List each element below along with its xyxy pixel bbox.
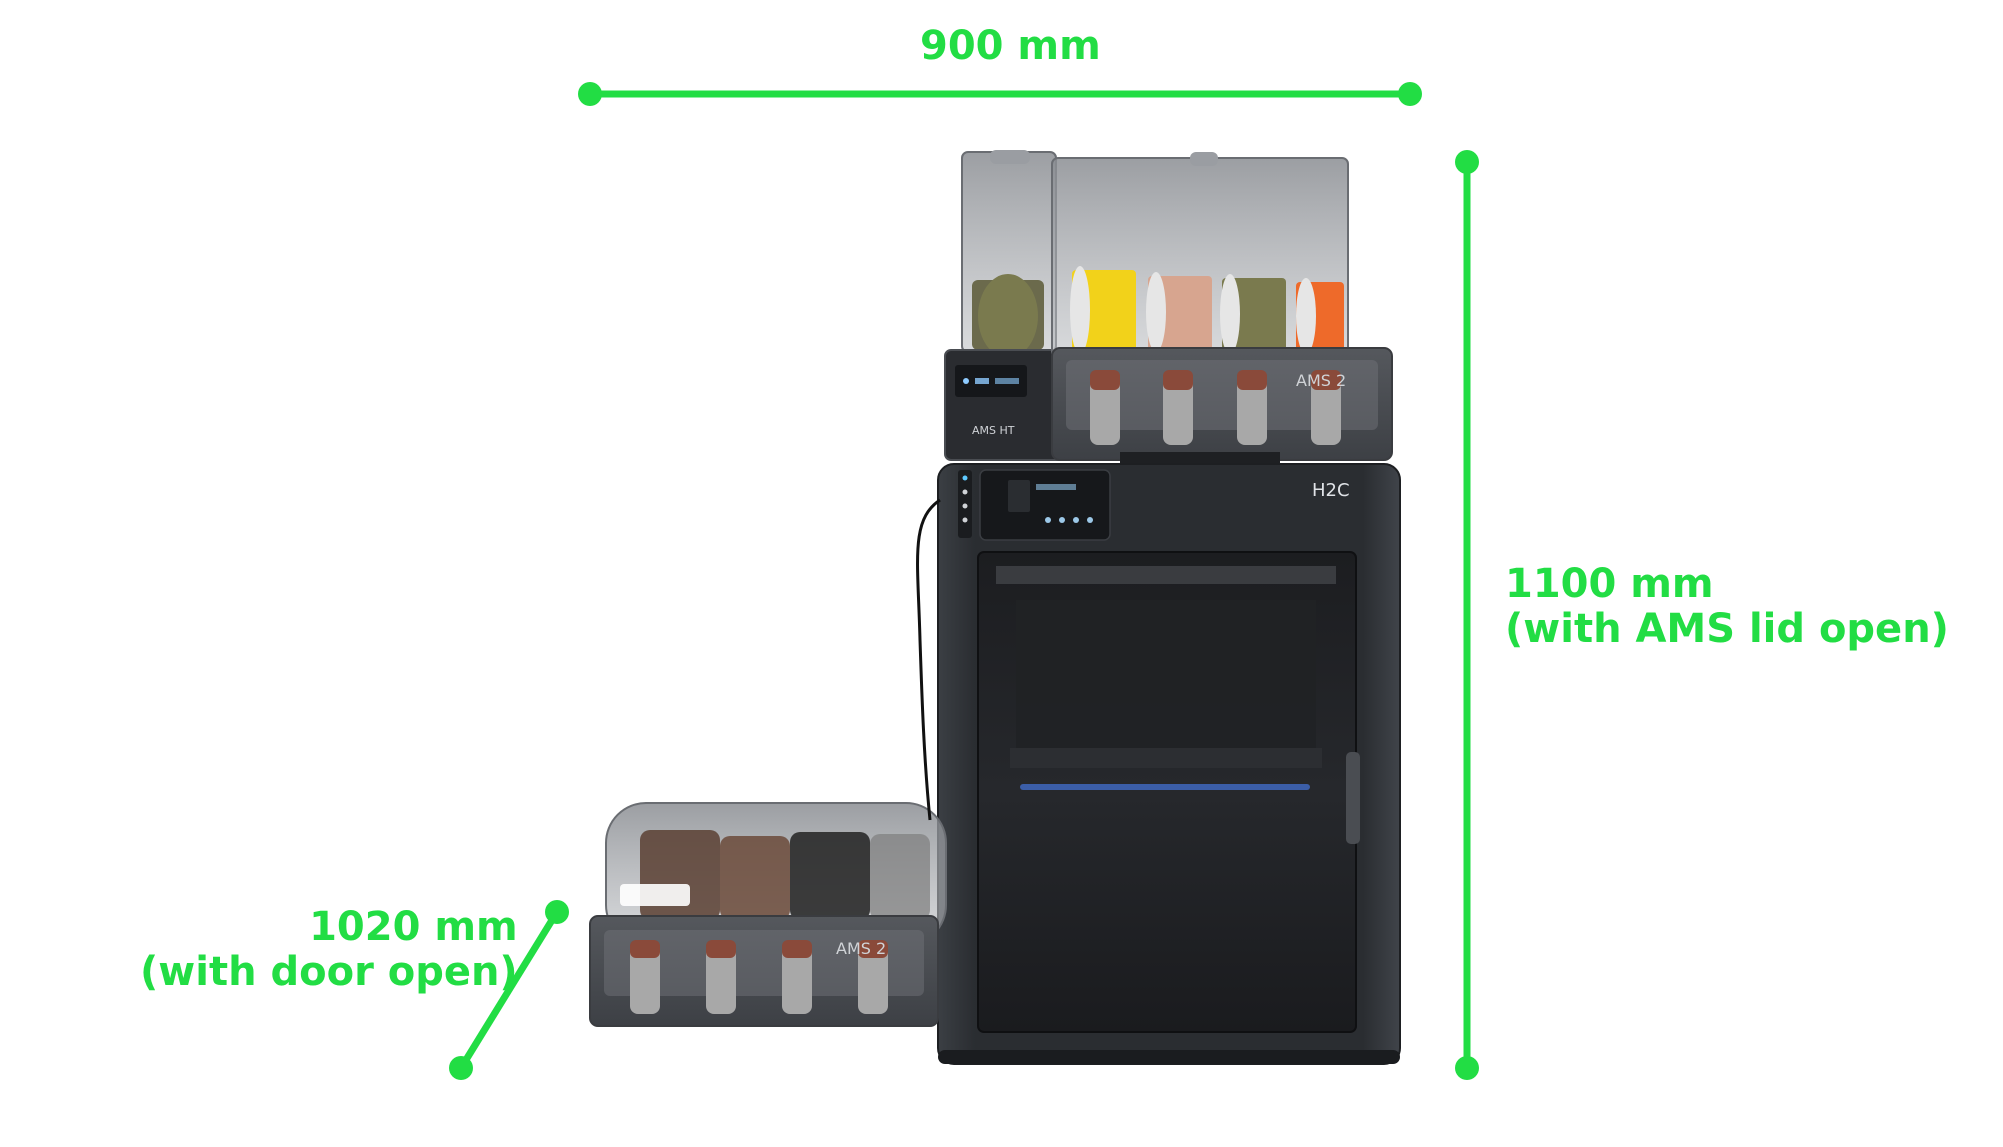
height-dimension-line — [1455, 150, 1479, 1080]
printer-model-label: H2C — [1312, 480, 1350, 501]
ams-top-label: AMS 2 — [1296, 371, 1346, 390]
ams-top-unit — [1051, 152, 1393, 461]
height-label: 1100 mm (with AMS lid open) — [1505, 562, 1949, 652]
power-cable — [916, 498, 941, 821]
ams-ht-unit — [944, 150, 1074, 461]
depth-note: (with door open) — [140, 948, 518, 995]
ams-ht-label: AMS HT — [972, 424, 1015, 437]
depth-dimension-line — [449, 900, 569, 1080]
depth-value: 1020 mm — [309, 904, 518, 950]
ams-side-label: AMS 2 — [836, 939, 886, 958]
width-label: 900 mm — [920, 24, 1101, 69]
width-dimension-line — [578, 82, 1422, 106]
height-note: (with AMS lid open) — [1505, 605, 1949, 652]
width-value: 900 mm — [920, 23, 1101, 69]
ams-side-unit — [589, 802, 947, 1027]
height-value: 1100 mm — [1505, 561, 1714, 607]
depth-label: 1020 mm (with door open) — [140, 905, 518, 995]
printer-body — [937, 452, 1401, 1065]
